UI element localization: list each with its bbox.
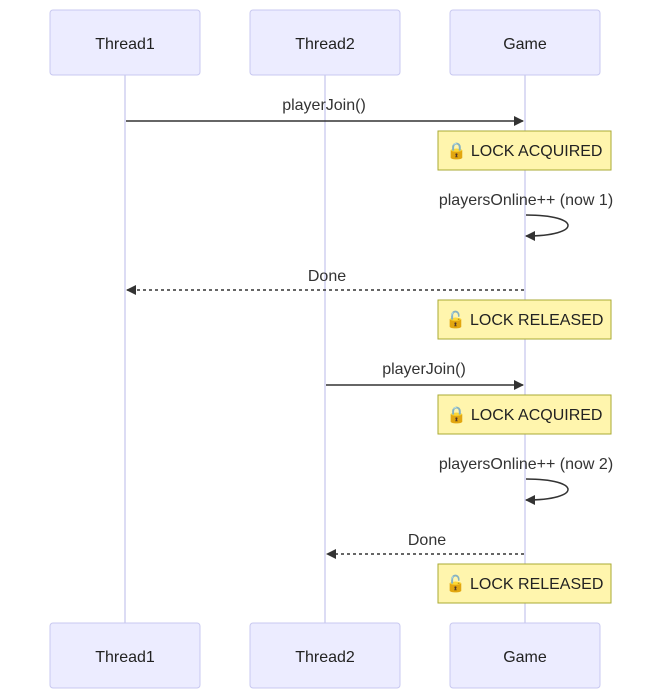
message-label: Done xyxy=(408,532,446,549)
message-label: Done xyxy=(308,268,346,285)
self-message-increment-1: playersOnline++ (now 1) xyxy=(439,192,613,241)
note-text: 🔒 LOCK ACQUIRED xyxy=(447,142,603,160)
note-lock-released-2: 🔓 LOCK RELEASED xyxy=(437,563,612,604)
note-lock-acquired-2: 🔒 LOCK ACQUIRED xyxy=(437,394,612,435)
actor-label: Thread2 xyxy=(295,649,355,666)
self-arrow xyxy=(525,214,569,241)
message-done-thread1: Done xyxy=(126,268,524,295)
note-text: 🔒 LOCK ACQUIRED xyxy=(447,406,603,424)
message-label: playersOnline++ (now 2) xyxy=(439,456,613,473)
note-text: 🔓 LOCK RELEASED xyxy=(446,574,604,593)
actor-label: Thread2 xyxy=(295,36,355,53)
actor-label: Thread1 xyxy=(95,649,155,666)
self-arrow xyxy=(525,478,569,505)
message-label: playerJoin() xyxy=(382,361,466,378)
self-message-increment-2: playersOnline++ (now 2) xyxy=(439,456,613,505)
note-lock-acquired-1: 🔒 LOCK ACQUIRED xyxy=(437,130,612,171)
message-playerjoin-thread1: playerJoin() xyxy=(126,97,524,126)
message-label: playersOnline++ (now 1) xyxy=(439,192,613,209)
message-label: playerJoin() xyxy=(282,97,366,114)
note-text: 🔓 LOCK RELEASED xyxy=(446,310,604,329)
message-done-thread2: Done xyxy=(326,532,524,559)
actor-label: Game xyxy=(503,649,547,666)
actor-label: Thread1 xyxy=(95,36,155,53)
actor-thread1-bottom: Thread1 xyxy=(49,622,201,689)
actor-game-top: Game xyxy=(449,9,601,76)
actor-thread1-top: Thread1 xyxy=(49,9,201,76)
actor-label: Game xyxy=(503,36,547,53)
message-playerjoin-thread2: playerJoin() xyxy=(326,361,524,390)
actor-thread2-top: Thread2 xyxy=(249,9,401,76)
actor-game-bottom: Game xyxy=(449,622,601,689)
note-lock-released-1: 🔓 LOCK RELEASED xyxy=(437,299,612,340)
actor-thread2-bottom: Thread2 xyxy=(249,622,401,689)
